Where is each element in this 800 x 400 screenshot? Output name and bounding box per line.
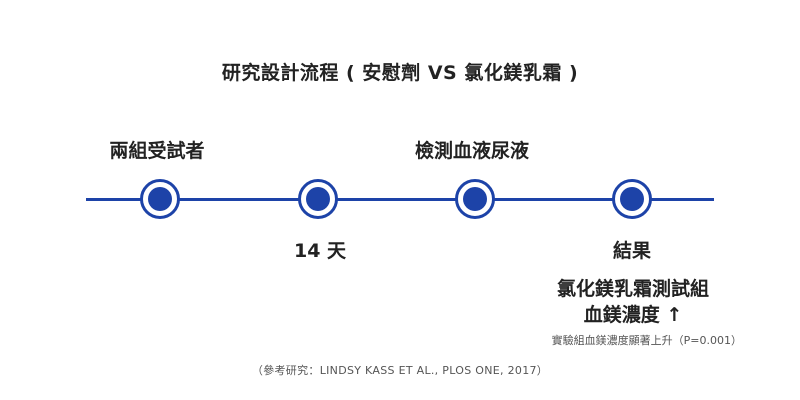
citation: （參考研究：LINDSY KASS ET AL., PLOS ONE, 2017… (251, 364, 549, 377)
step-label-subjects: 兩組受試者 (109, 140, 205, 162)
timeline-line (86, 198, 714, 201)
result-level-text: 血鎂濃度 ↑ (583, 304, 683, 326)
step-label-duration: 14 天 (293, 240, 347, 262)
diagram-title: 研究設計流程 ( 安慰劑 VS 氯化鎂乳霜 ) (221, 62, 579, 84)
significance-note: 實驗組血鎂濃度顯著上升（P=0.001） (551, 334, 742, 347)
step-label-testing: 檢測血液尿液 (414, 140, 530, 162)
result-detail: 氯化鎂乳霜測試組 血鎂濃度 ↑ (557, 276, 709, 328)
timeline-node-1 (140, 179, 180, 219)
timeline-node-3 (455, 179, 495, 219)
timeline-node-2 (298, 179, 338, 219)
result-group-text: 氯化鎂乳霜測試組 (556, 278, 710, 300)
timeline-node-4 (612, 179, 652, 219)
step-label-result: 結果 (612, 240, 652, 262)
